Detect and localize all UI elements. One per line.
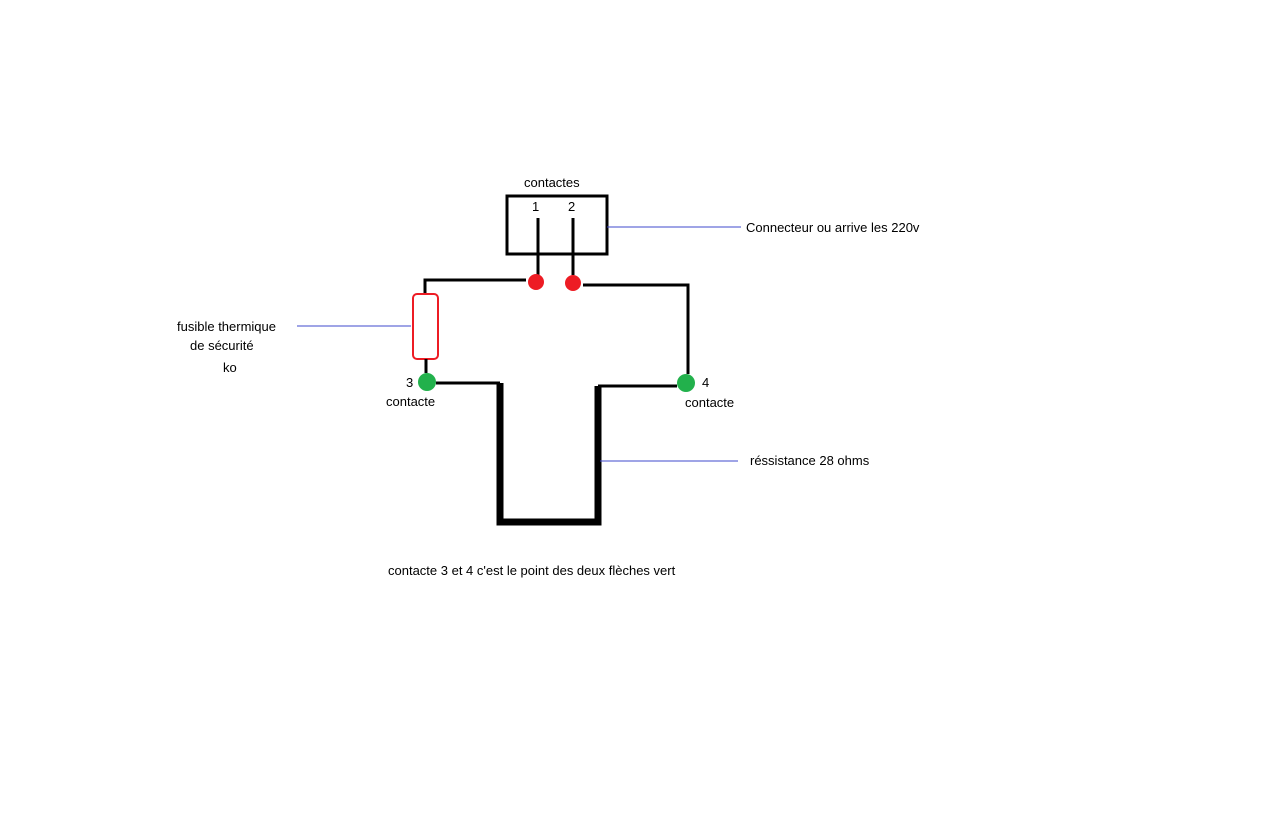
- contact-3-number: 3: [406, 375, 413, 390]
- connector-title: contactes: [524, 175, 580, 190]
- red-terminal-1: [528, 274, 544, 290]
- left-supply-wire: [423, 278, 526, 294]
- connector-box: [505, 194, 609, 256]
- resistance-element: [496, 383, 602, 526]
- green-contact-4: [677, 374, 695, 392]
- footer-note: contacte 3 et 4 c'est le point des deux …: [388, 563, 676, 578]
- contact-4-label: contacte: [685, 395, 734, 410]
- right-supply-wire: [583, 283, 690, 374]
- contact-3-label: contacte: [386, 394, 435, 409]
- green-contact-3: [418, 373, 436, 391]
- fuse-label-line-2: de sécurité: [190, 338, 254, 353]
- resistance-note: réssistance 28 ohms: [750, 453, 870, 468]
- pin-2-label: 2: [568, 199, 575, 214]
- thermal-fuse: [412, 293, 439, 360]
- fuse-label-line-1: fusible thermique: [177, 319, 276, 334]
- contact-4-number: 4: [702, 375, 709, 390]
- red-terminal-2: [565, 275, 581, 291]
- pin-1-label: 1: [532, 199, 539, 214]
- connector-note: Connecteur ou arrive les 220v: [746, 220, 920, 235]
- fuse-label-line-3: ko: [223, 360, 237, 375]
